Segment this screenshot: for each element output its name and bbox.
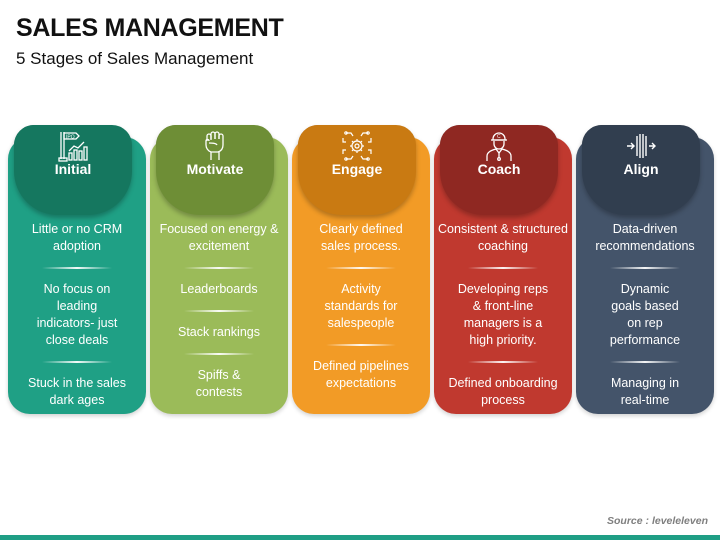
svg-text:IPO: IPO	[66, 134, 75, 140]
stage-card-engage: Engage Clearly defined sales process. Ac…	[292, 125, 430, 414]
stage-item: Stuck in the sales dark ages	[28, 376, 126, 407]
stage-item: Stack rankings	[178, 325, 260, 339]
svg-text:C: C	[497, 134, 501, 140]
stage-item: Consistent & structured coaching	[438, 222, 568, 253]
divider	[42, 361, 112, 363]
divider	[468, 361, 538, 363]
stage-items: Focused on energy & excitement Leaderboa…	[150, 221, 288, 401]
divider	[468, 267, 538, 269]
stage-item: Defined onboarding process	[448, 376, 558, 407]
stage-tab: Align	[582, 125, 700, 215]
stage-card-align: Align Data-driven recommendations Dynami…	[576, 125, 714, 414]
stage-items: Data-driven recommendations Dynamic goal…	[576, 221, 714, 409]
stage-item: Little or no CRM adoption	[31, 222, 123, 253]
stage-label: Align	[623, 161, 659, 177]
stage-label: Initial	[54, 161, 92, 177]
stage-item: Clearly defined sales process.	[319, 222, 403, 253]
divider	[184, 267, 254, 269]
page-subtitle: 5 Stages of Sales Management	[16, 49, 254, 68]
stage-label: Motivate	[186, 161, 244, 177]
stage-items: Consistent & structured coaching Develop…	[434, 221, 572, 409]
divider	[326, 267, 396, 269]
stage-items: Little or no CRM adoption No focus on le…	[8, 221, 146, 409]
divider	[610, 267, 680, 269]
divider	[42, 267, 112, 269]
stage-label: Coach	[477, 161, 521, 177]
gear-network-icon	[340, 129, 374, 163]
stage-item: No focus on leading indicators- just clo…	[36, 282, 118, 347]
stage-items: Clearly defined sales process. Activity …	[292, 221, 430, 392]
stage-label: Engage	[331, 161, 383, 177]
divider	[610, 361, 680, 363]
stage-item: Activity standards for salespeople	[324, 282, 398, 330]
stage-card-initial: IPO Initial Little or no CRM adoption No…	[8, 125, 146, 414]
stage-item: Data-driven recommendations	[595, 222, 695, 253]
ipo-chart-icon: IPO	[56, 129, 90, 163]
page-title: SALES MANAGEMENT	[16, 14, 284, 42]
stage-card-motivate: Motivate Focused on energy & excitement …	[150, 125, 288, 414]
stage-item: Focused on energy & excitement	[159, 222, 279, 253]
divider	[326, 344, 396, 346]
bottom-accent-bar	[0, 535, 720, 540]
stage-item: Developing reps & front-line managers is…	[457, 282, 549, 347]
coach-person-icon: C	[482, 129, 516, 163]
divider	[184, 353, 254, 355]
stage-tab: Motivate	[156, 125, 274, 215]
stage-item: Managing in real-time	[610, 376, 680, 407]
stage-item: Leaderboards	[180, 282, 258, 296]
stage-item: Spiffs & contests	[195, 368, 243, 399]
align-arrows-icon	[624, 129, 658, 163]
stage-item: Defined pipelines expectations	[313, 359, 409, 390]
raised-fist-icon	[198, 129, 232, 163]
source-credit: Source : leveleleven	[607, 515, 708, 527]
stage-tab: IPO Initial	[14, 125, 132, 215]
divider	[184, 310, 254, 312]
stage-item: Dynamic goals based on rep performance	[609, 282, 681, 347]
stage-card-coach: C Coach Consistent & structured coaching…	[434, 125, 572, 414]
stage-tab: Engage	[298, 125, 416, 215]
stage-tab: C Coach	[440, 125, 558, 215]
